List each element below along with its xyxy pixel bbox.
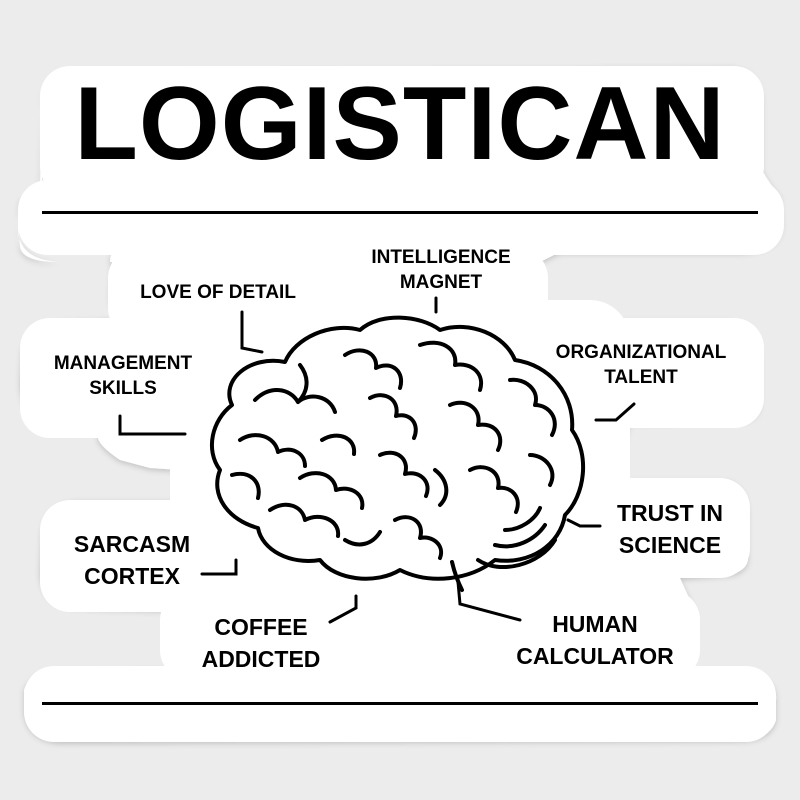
label-human-calculator: HUMAN CALCULATOR [516, 611, 674, 670]
leader-calculator [456, 580, 522, 622]
label-coffee-addicted: COFFEE ADDICTED [201, 614, 321, 673]
leader-management [118, 414, 187, 436]
label-organizational-talent: ORGANIZATIONAL TALENT [555, 342, 727, 388]
leader-sarcasm [200, 558, 238, 576]
leader-organizational [594, 402, 636, 422]
leader-trust [566, 518, 602, 528]
top-divider [42, 211, 758, 214]
label-intelligence-magnet: INTELLIGENCE MAGNET [371, 247, 511, 293]
leader-coffee [328, 594, 358, 624]
leader-detail [240, 310, 264, 354]
label-sarcasm-cortex: SARCASM CORTEX [73, 531, 191, 590]
page-title: LOGISTICAN [74, 66, 726, 182]
leader-lines [118, 296, 636, 624]
label-management-skills: MANAGEMENT SKILLS [53, 353, 193, 399]
label-trust-in-science: TRUST IN SCIENCE [616, 500, 724, 559]
label-love-of-detail: LOVE OF DETAIL [140, 282, 296, 303]
bottom-divider [42, 702, 758, 705]
brain-icon [210, 315, 586, 592]
